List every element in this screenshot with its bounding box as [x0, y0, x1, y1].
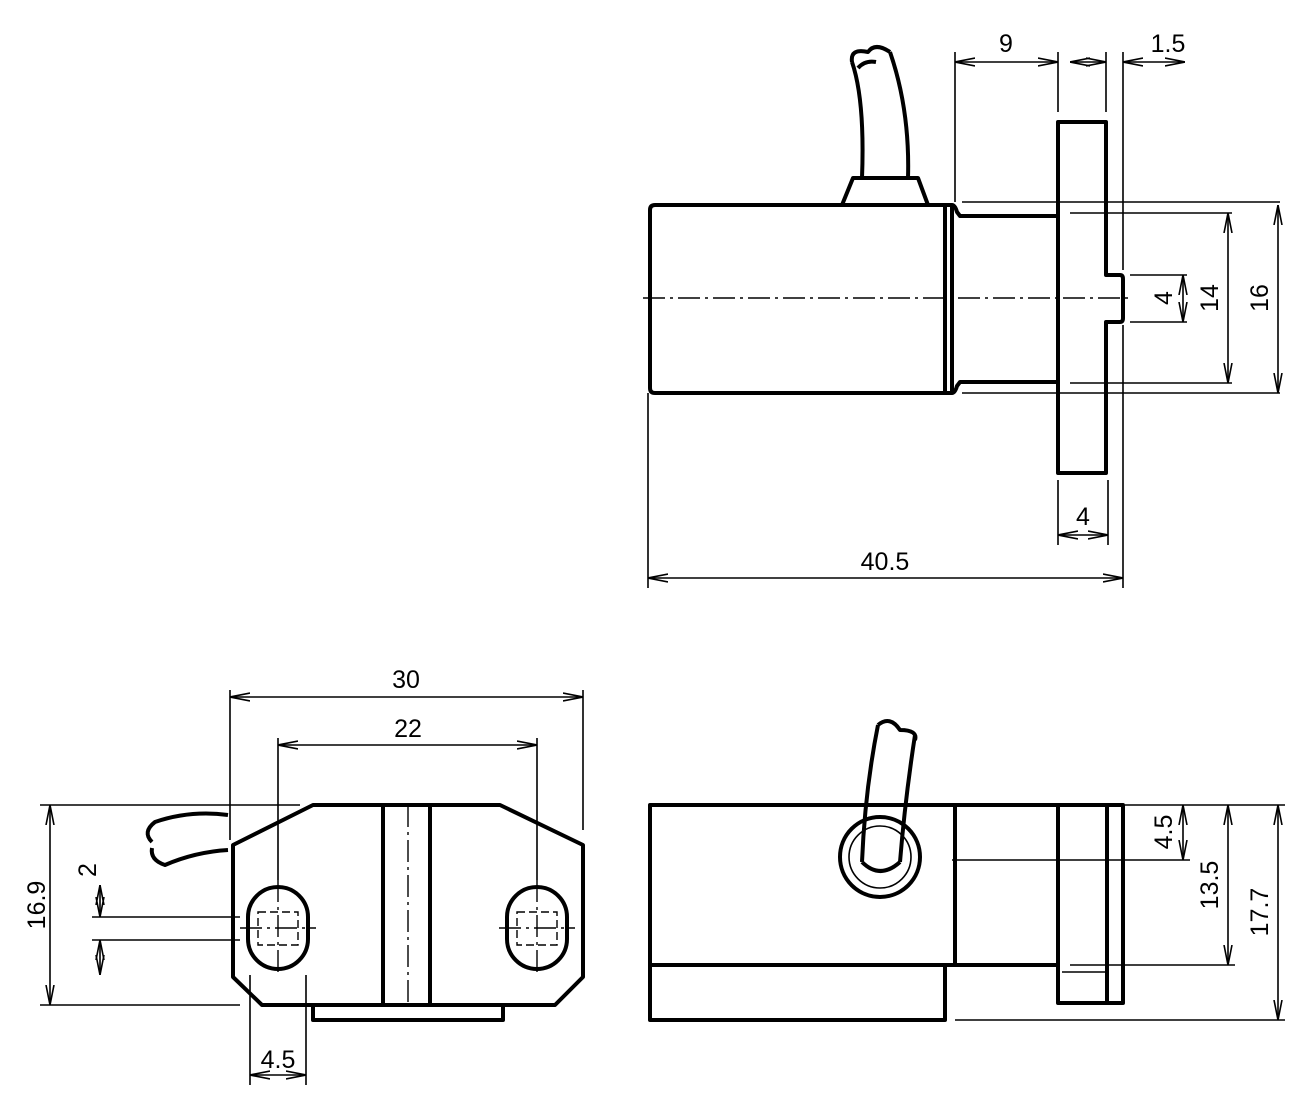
dim-4-5-front: 4.5 — [1150, 815, 1178, 850]
dim-14: 14 — [1196, 284, 1224, 312]
dim-16-9: 16.9 — [23, 881, 51, 930]
dim-22: 22 — [394, 715, 422, 743]
front-body — [648, 803, 957, 1022]
cable-gland — [840, 176, 930, 206]
dim-4-flange: 4 — [1076, 503, 1090, 531]
front-view: 4.5 13.5 17.7 — [648, 719, 1285, 1022]
dim-30: 30 — [392, 666, 420, 694]
front-neck — [955, 803, 1060, 967]
dim-13-5: 13.5 — [1196, 861, 1224, 910]
dim-16: 16 — [1246, 284, 1274, 312]
dim-4-notch: 4 — [1150, 291, 1178, 305]
dim-40-5: 40.5 — [861, 548, 910, 576]
front-cable — [860, 719, 918, 873]
side-base — [311, 1005, 505, 1022]
dim-9: 9 — [999, 30, 1013, 58]
cable — [849, 45, 911, 179]
dim-17-7: 17.7 — [1246, 888, 1274, 937]
side-cable — [145, 811, 229, 867]
front-flange — [1056, 803, 1125, 1005]
gland-outer — [838, 815, 922, 899]
flange — [1056, 120, 1125, 475]
body-collar — [945, 203, 1058, 395]
dim-4-5: 4.5 — [261, 1046, 296, 1074]
side-body — [231, 803, 585, 1007]
sensor-body — [648, 203, 947, 395]
dim-2: 2 — [74, 863, 102, 877]
top-view: 9 1.5 4 14 16 4 40.5 — [643, 30, 1280, 588]
side-view: 30 22 16.9 2 4.5 — [23, 666, 585, 1085]
slot-lines — [381, 805, 432, 1005]
dim-1-5: 1.5 — [1151, 30, 1186, 58]
